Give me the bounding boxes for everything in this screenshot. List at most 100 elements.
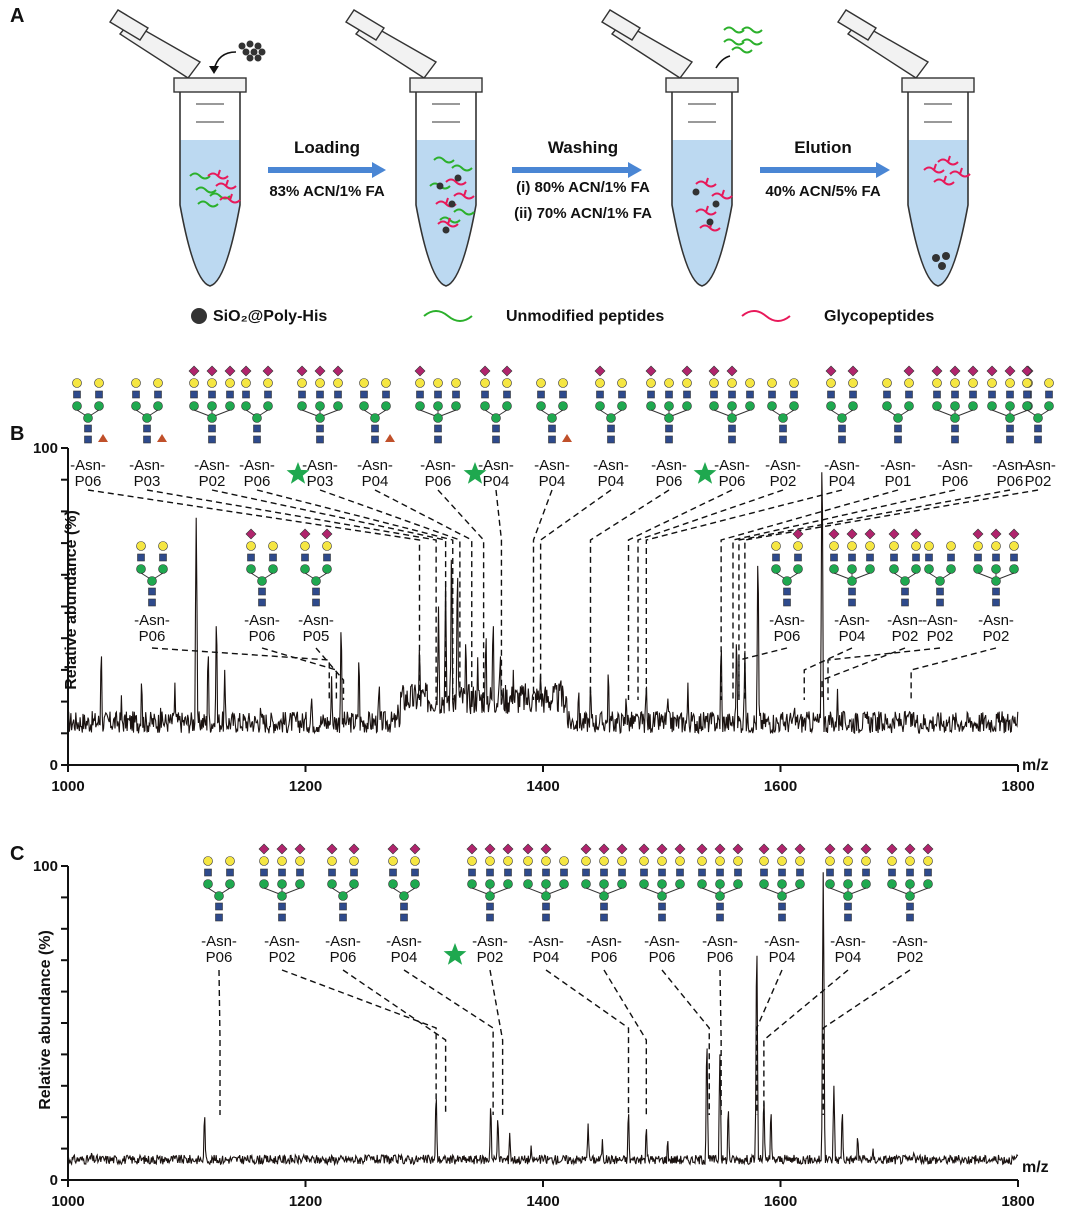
glycan-icon	[536, 378, 572, 444]
sialic-acid-diamond-icon	[949, 365, 961, 377]
sialic-acid-diamond-icon	[224, 365, 236, 377]
hexnac-square-icon	[486, 902, 494, 911]
mannose-circle-icon	[599, 879, 609, 889]
sialic-acid-diamond-icon	[732, 843, 744, 855]
galactose-circle-icon	[923, 856, 933, 866]
tube-liquid-icon	[672, 140, 732, 286]
glycan-icon	[245, 528, 278, 607]
galactose-circle-icon	[767, 378, 777, 388]
glycopeptide-label: -Asn-	[357, 457, 393, 474]
galactose-circle-icon	[315, 378, 325, 388]
glycopeptide-label: P02	[477, 949, 504, 966]
mannose-circle-icon	[657, 891, 667, 901]
mannose-circle-icon	[767, 401, 777, 411]
glycopeptide-icon	[219, 193, 241, 204]
mannose-circle-icon	[1009, 564, 1019, 574]
peak-guide-line	[545, 969, 630, 1115]
glycopeptide-icon	[453, 189, 475, 200]
galactose-circle-icon	[924, 541, 934, 551]
mannose-circle-icon	[252, 413, 262, 423]
hexnac-square-icon	[1023, 390, 1031, 399]
sialic-acid-diamond-icon	[972, 528, 984, 540]
galactose-circle-icon	[745, 378, 755, 388]
hexnac-square-icon	[278, 913, 286, 922]
galactose-circle-icon	[826, 378, 836, 388]
glycopeptide-label: P02	[983, 628, 1010, 645]
hexnac-square-icon	[658, 868, 666, 877]
hexnac-square-icon	[247, 553, 255, 562]
tube-liquid-icon	[180, 140, 240, 286]
hexnac-square-icon	[371, 435, 379, 444]
hexnac-square-icon	[154, 390, 162, 399]
galactose-circle-icon	[709, 378, 719, 388]
hexnac-square-icon	[933, 390, 941, 399]
glycan-icon	[645, 365, 693, 444]
glycopeptide-icon	[937, 155, 959, 166]
x-tick-label: 1800	[1001, 1193, 1034, 1210]
hexnac-square-icon	[947, 553, 955, 562]
step-solvent-loading: 83% ACN/1% FA	[269, 183, 384, 200]
mannose-circle-icon	[300, 564, 310, 574]
glycan-icon	[240, 365, 274, 444]
mannose-circle-icon	[1005, 413, 1015, 423]
bead-icon	[932, 254, 940, 262]
hexnac-square-icon	[894, 424, 902, 433]
hexnac-square-icon	[906, 913, 914, 922]
galactose-circle-icon	[793, 541, 803, 551]
hexnac-square-icon	[905, 390, 913, 399]
mannose-circle-icon	[451, 401, 461, 411]
mannose-circle-icon	[617, 879, 627, 889]
peak-guide-line	[489, 969, 504, 1115]
galactose-circle-icon	[617, 856, 627, 866]
peak-guide-line	[211, 489, 447, 700]
hexnac-square-icon	[600, 868, 608, 877]
mannose-circle-icon	[709, 401, 719, 411]
hexnac-square-icon	[371, 424, 379, 433]
galactose-circle-icon	[523, 856, 533, 866]
mannose-circle-icon	[935, 576, 945, 586]
glycan-icon	[466, 843, 514, 922]
mannose-circle-icon	[973, 564, 983, 574]
galactose-circle-icon	[277, 856, 287, 866]
glycopeptide-label: P02	[199, 473, 226, 490]
sialic-acid-diamond-icon	[645, 365, 657, 377]
hexnac-square-icon	[778, 913, 786, 922]
unmodified-peptide-icon	[195, 186, 217, 194]
galactose-circle-icon	[359, 378, 369, 388]
peak-guide-line	[539, 489, 612, 700]
glycan-icon	[580, 843, 628, 922]
galactose-circle-icon	[865, 541, 875, 551]
hexnac-square-icon	[838, 424, 846, 433]
unmodified-peptide-icon	[741, 26, 763, 34]
mannose-circle-icon	[388, 879, 398, 889]
mannose-circle-icon	[153, 401, 163, 411]
bead-icon	[942, 252, 950, 260]
y-tick-label: 0	[50, 757, 58, 774]
mannose-circle-icon	[381, 401, 391, 411]
sialic-acid-diamond-icon	[206, 365, 218, 377]
mannose-circle-icon	[259, 879, 269, 889]
mannose-circle-icon	[203, 879, 213, 889]
hexnac-square-icon	[710, 390, 718, 399]
sialic-acid-diamond-icon	[903, 365, 915, 377]
mannose-circle-icon	[932, 401, 942, 411]
bead-icon	[242, 48, 250, 56]
x-tick-label: 1400	[526, 778, 559, 795]
step-label-elution: Elution	[794, 138, 852, 157]
hexnac-square-icon	[503, 390, 511, 399]
panel-letter-b: B	[10, 423, 24, 445]
mannose-circle-icon	[900, 576, 910, 586]
hexnac-square-icon	[988, 390, 996, 399]
x-tick-label: 1000	[51, 778, 84, 795]
mannose-circle-icon	[246, 564, 256, 574]
peak-guide-line	[146, 489, 437, 700]
peak-guide-line	[603, 969, 648, 1115]
hexnac-square-icon	[734, 868, 742, 877]
mannose-circle-icon	[847, 564, 857, 574]
hexnac-square-icon	[278, 902, 286, 911]
hexnac-square-icon	[969, 390, 977, 399]
galactose-circle-icon	[410, 856, 420, 866]
galactose-circle-icon	[225, 856, 235, 866]
step-solvent-elution: 40% ACN/5% FA	[765, 183, 880, 200]
